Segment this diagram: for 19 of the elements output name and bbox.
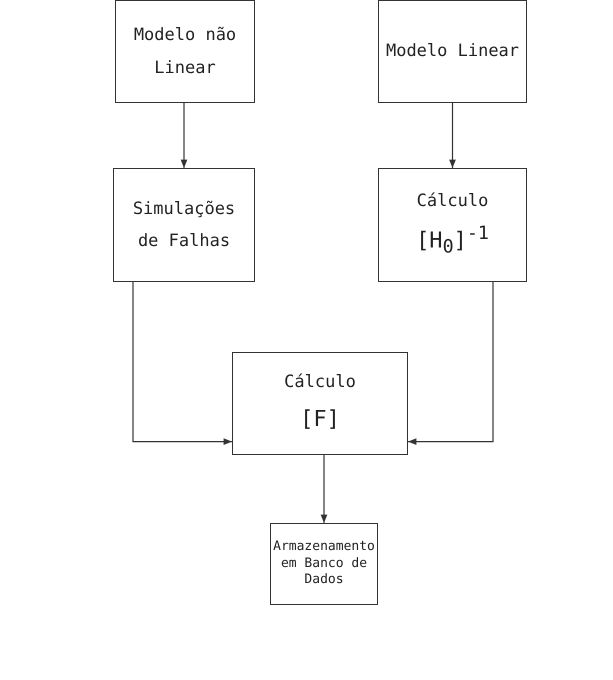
box-text: Cálculo	[283, 371, 357, 394]
box-text: Modelo Linear	[384, 40, 520, 64]
box-text: Simulações de Falhas	[132, 198, 236, 253]
arrow	[408, 282, 494, 445]
arrow	[132, 282, 232, 445]
formula: [F]	[299, 406, 341, 434]
formula: [H$_{0}$]$^{-1}$	[415, 222, 490, 260]
arrow	[180, 103, 188, 168]
box-text: Modelo não Linear	[132, 24, 238, 80]
process-box	[113, 168, 255, 282]
arrow	[320, 455, 328, 523]
process-box	[378, 168, 527, 282]
box-text: Cálculo	[416, 190, 490, 213]
process-box	[378, 0, 527, 103]
process-box	[115, 0, 255, 103]
process-box	[232, 352, 408, 455]
process-box	[270, 523, 378, 605]
box-text: Armazenamento em Banco de Dados	[272, 538, 376, 590]
arrow	[449, 103, 456, 168]
